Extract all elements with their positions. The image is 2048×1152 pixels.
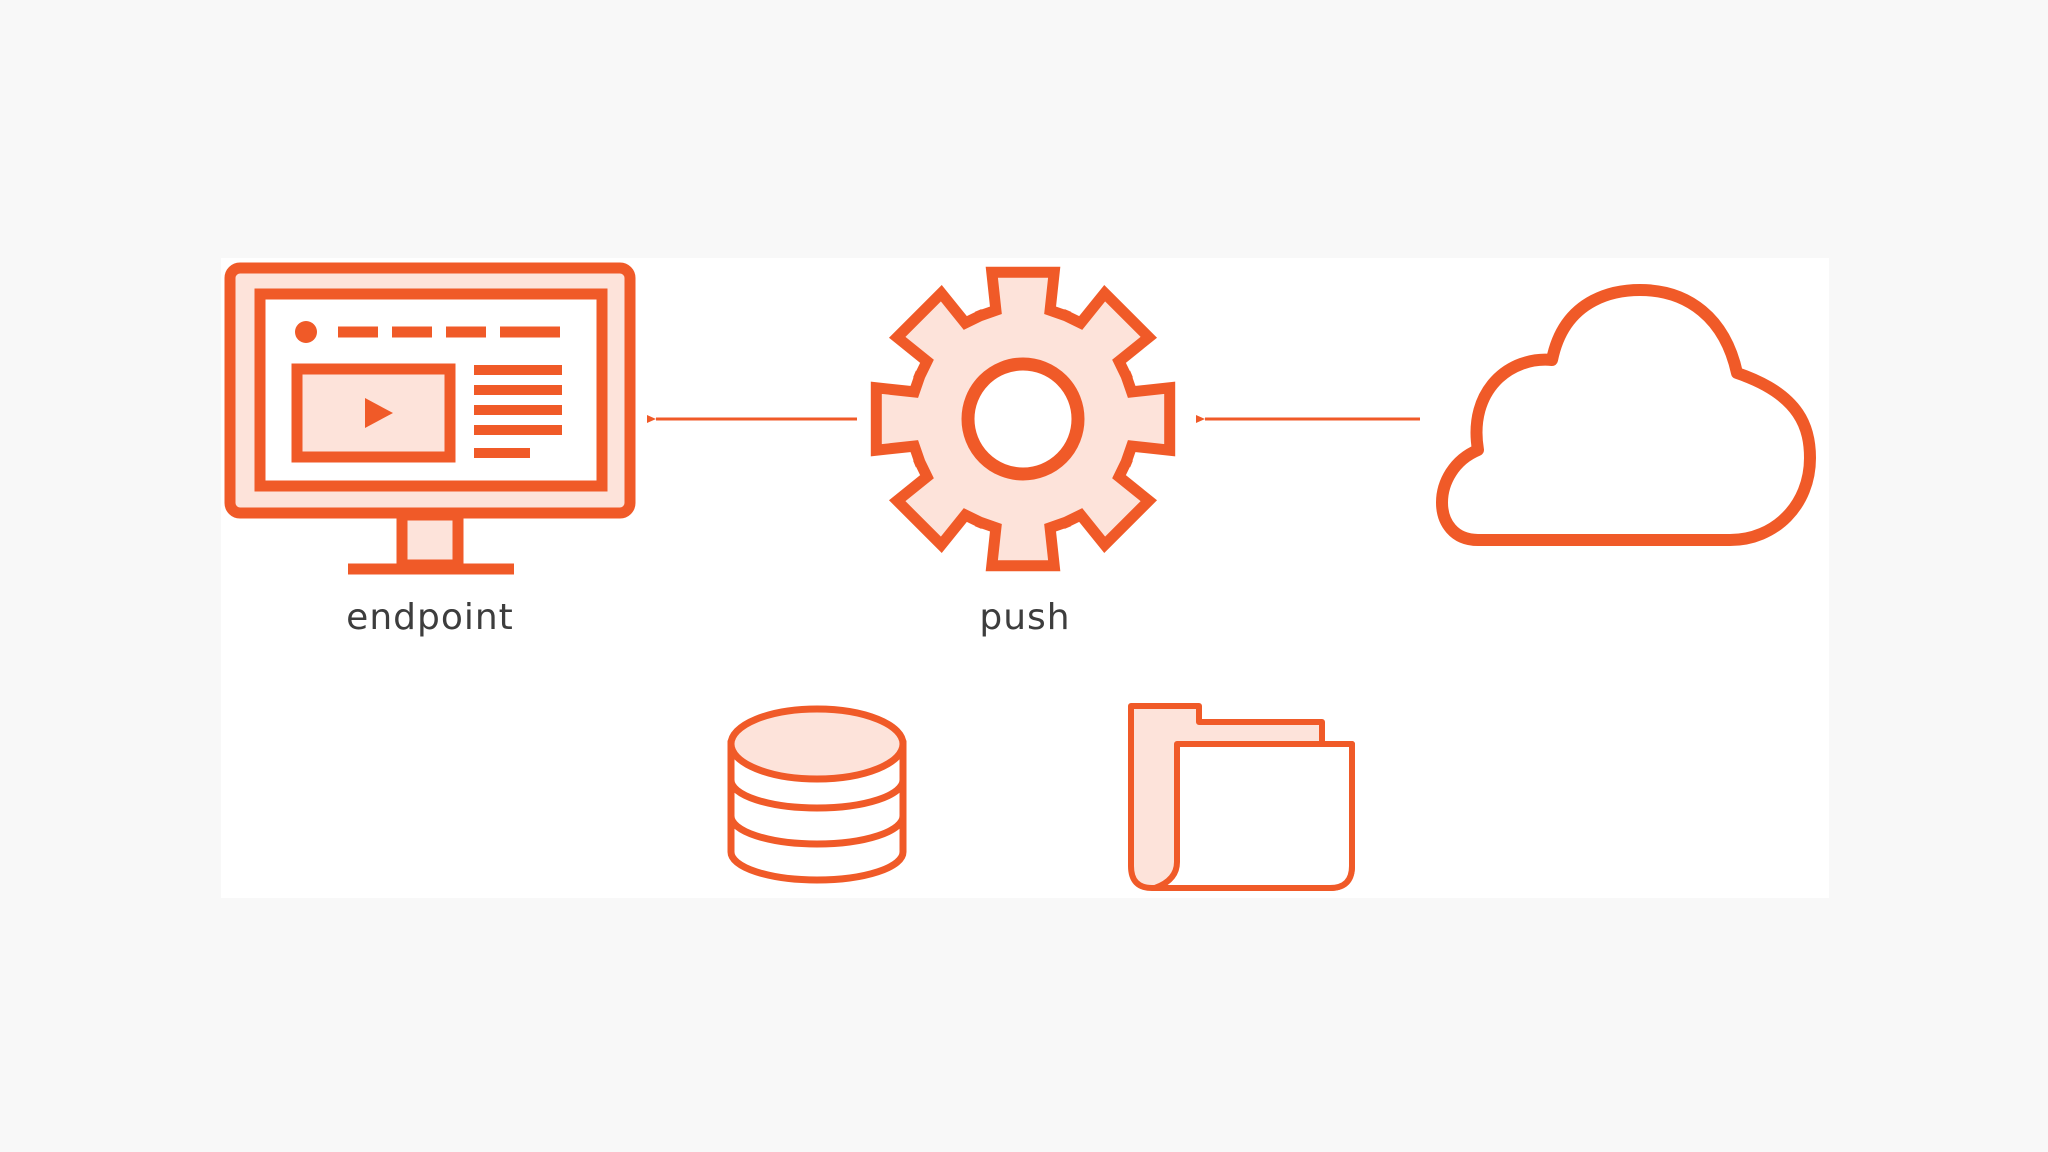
monitor-video-icon [224,262,636,575]
push-label: push [979,597,1071,638]
folder-icon [1128,703,1355,891]
cloud-icon [1436,284,1816,546]
database-icon [727,705,907,884]
endpoint-label: endpoint [346,597,514,638]
gear-icon [870,266,1176,572]
